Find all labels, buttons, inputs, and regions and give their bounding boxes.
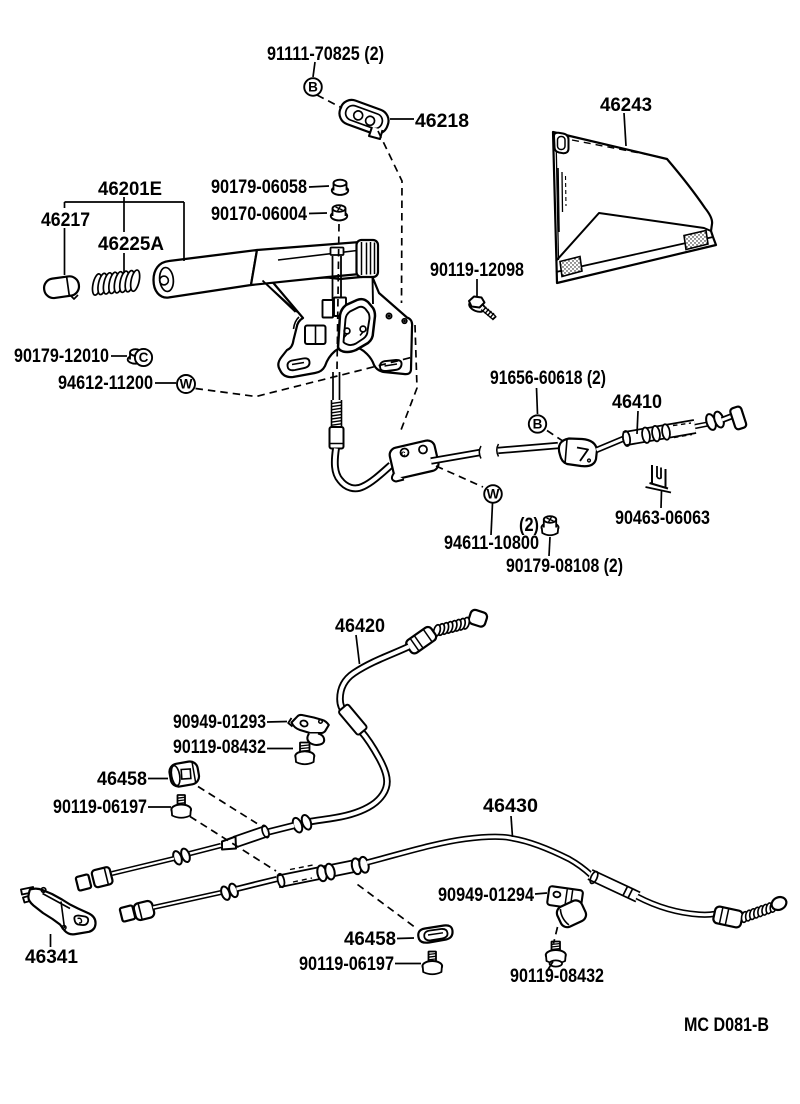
svg-text:46217: 46217 [41,210,90,231]
svg-text:46458: 46458 [97,769,147,790]
svg-text:MC D081-B: MC D081-B [684,1015,769,1036]
svg-text:C: C [139,350,149,365]
svg-text:W: W [180,377,193,392]
svg-text:46341: 46341 [25,947,78,968]
svg-text:90119-12098: 90119-12098 [430,260,524,281]
svg-text:90949-01293: 90949-01293 [173,712,266,733]
svg-text:94612-11200: 94612-11200 [58,373,153,394]
svg-text:91656-60618 (2): 91656-60618 (2) [490,368,606,389]
svg-text:90179-12010: 90179-12010 [14,346,109,367]
svg-text:46225A: 46225A [98,234,164,255]
svg-text:46458: 46458 [344,929,396,950]
svg-text:90463-06063: 90463-06063 [615,508,710,529]
svg-text:90170-06004: 90170-06004 [211,204,307,225]
svg-text:46430: 46430 [483,796,538,817]
svg-text:90179-08108 (2): 90179-08108 (2) [506,556,623,577]
svg-text:46243: 46243 [600,95,652,116]
svg-text:90179-06058: 90179-06058 [211,177,307,198]
svg-text:46201E: 46201E [98,179,162,200]
svg-text:91111-70825 (2): 91111-70825 (2) [267,44,384,65]
svg-text:90119-08432: 90119-08432 [510,966,604,987]
svg-text:(2): (2) [519,515,539,536]
svg-text:94611-10800: 94611-10800 [444,533,539,554]
svg-text:46420: 46420 [335,616,385,637]
svg-text:46410: 46410 [612,392,662,413]
svg-text:B: B [533,417,543,432]
svg-text:W: W [487,487,500,502]
svg-text:46218: 46218 [415,111,469,132]
svg-text:90119-06197: 90119-06197 [53,797,147,818]
svg-text:90949-01294: 90949-01294 [438,885,534,906]
svg-text:c: c [401,449,406,458]
svg-text:90119-08432: 90119-08432 [173,737,266,758]
svg-text:90119-06197: 90119-06197 [299,954,394,975]
svg-text:B: B [308,80,318,95]
